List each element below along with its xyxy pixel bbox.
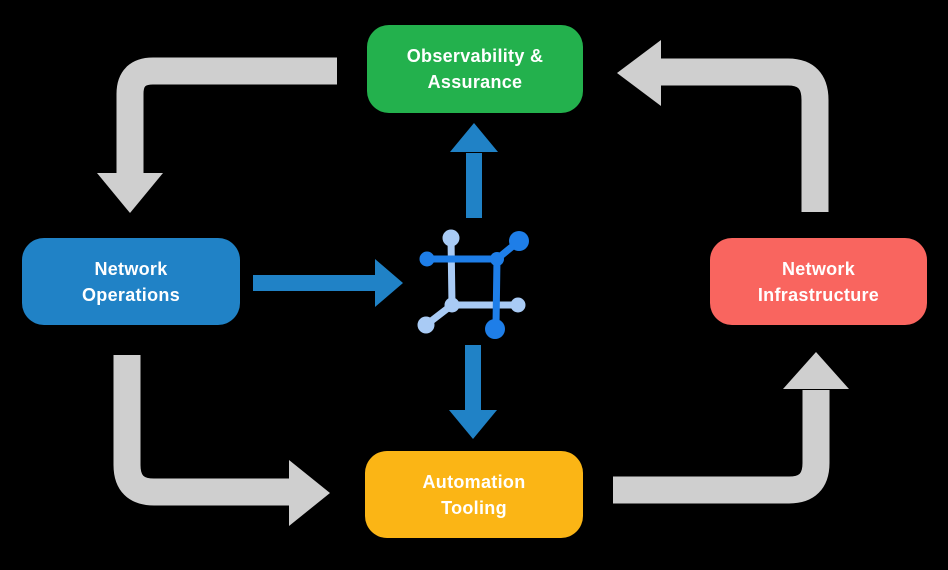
node-label-line: Assurance (427, 72, 523, 92)
arrow-core-to-observability (450, 123, 498, 218)
arrow-automation-to-infrastructure (613, 352, 849, 504)
arrow-observability-to-operations (97, 57, 337, 213)
arrow-core-to-automation (449, 345, 497, 439)
network-mesh-icon (417, 229, 529, 339)
arrow-infrastructure-to-observability (617, 40, 829, 212)
node-label-line: Operations (81, 284, 181, 305)
node-network-operations: Network Operations (22, 238, 240, 325)
arrow-operations-to-core (253, 259, 403, 307)
node-observability-assurance: Observability & Assurance (367, 25, 583, 113)
arrow-operations-to-automation (113, 355, 330, 526)
node-automation-tooling: Automation Tooling (365, 451, 583, 538)
node-label-line: Observability & (406, 46, 544, 66)
node-network-infrastructure: Network Infrastructure (710, 238, 927, 325)
node-label-line: Network (94, 258, 168, 279)
node-label-line: Automation (422, 471, 526, 492)
node-label-line: Network (781, 258, 856, 279)
node-label-line: Tooling (441, 497, 507, 518)
node-label-line: Infrastructure (757, 284, 880, 305)
